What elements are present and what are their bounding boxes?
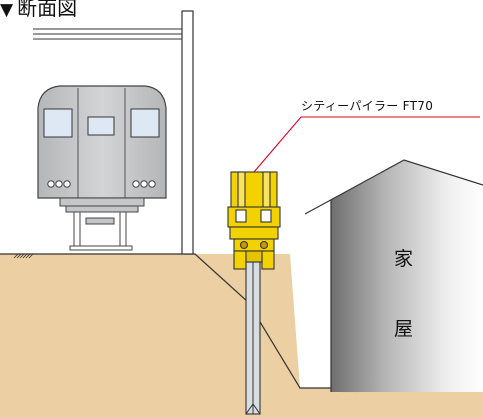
diagram-title: ▼断面図	[0, 0, 77, 22]
train-light	[63, 180, 71, 188]
train-light	[140, 180, 148, 188]
train-light	[148, 180, 156, 188]
train-light	[132, 180, 140, 188]
machine-label: シティーパイラー FT70	[301, 99, 434, 113]
train-window-left	[43, 108, 73, 138]
catenary-pole	[33, 10, 194, 255]
train-front	[37, 85, 167, 251]
train-light	[47, 180, 55, 188]
title-triangle-icon: ▼	[0, 0, 14, 20]
city-piler-machine	[227, 171, 281, 270]
house-label-char: 家	[394, 248, 414, 270]
house	[304, 159, 483, 392]
house-label-char: 屋	[394, 318, 414, 340]
train-light	[55, 180, 63, 188]
label-leader-line	[253, 116, 480, 173]
title-text: 断面図	[17, 0, 78, 20]
train-window-right	[130, 108, 160, 138]
train-window-center	[87, 116, 115, 136]
pile	[245, 261, 261, 415]
embankment-soil	[0, 254, 483, 418]
